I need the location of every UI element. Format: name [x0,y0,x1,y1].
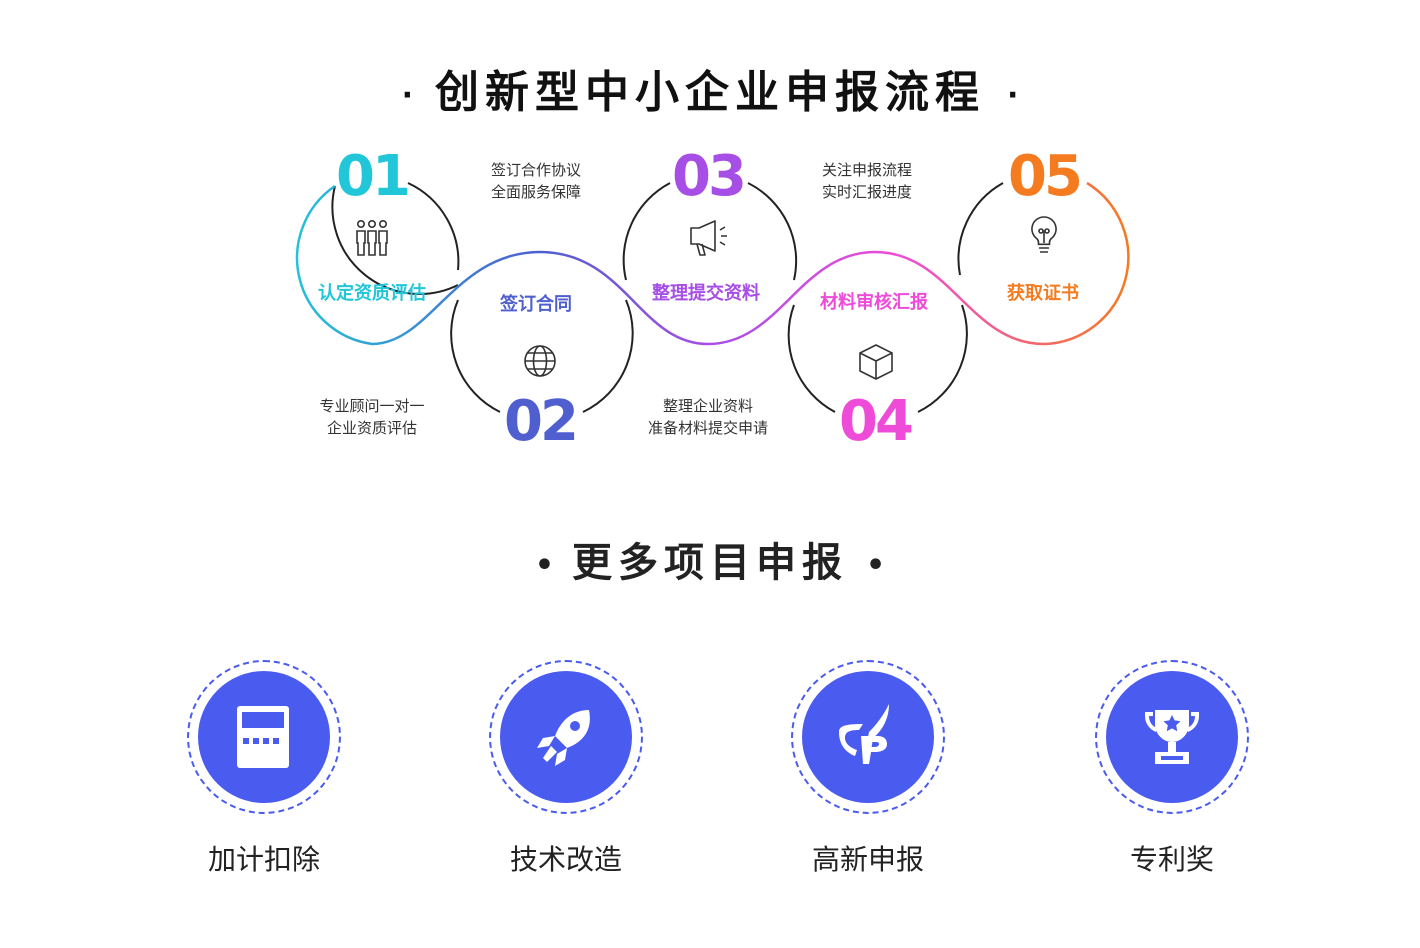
circle-04-outline [787,304,836,413]
title-dot-right: · [1007,77,1019,113]
project-item-jiajikouchu[interactable]: 加计扣除 [184,660,344,878]
desc-line: 签订合作协议 [490,161,581,179]
step-02-number: 02 [504,389,579,454]
circle-02-outline [450,299,501,413]
more-projects-title: • 更多项目申报 • [0,530,1420,588]
hightech-logo-icon [839,704,889,764]
people-icon [356,219,388,256]
desc-line: 整理企业资料 [662,397,753,415]
page-title: · 创新型中小企业申报流程 · [0,56,1420,120]
circle-04-outline-right [917,304,968,413]
step-04-description: 关注申报流程 实时汇报进度 [767,159,967,203]
circle-05-outline [957,182,1004,276]
step-04-label: 材料审核汇报 [820,292,928,313]
globe-icon [524,345,556,377]
step-02-label: 签订合同 [500,294,572,315]
icon-disc [802,671,934,803]
icon-disc [198,671,330,803]
step-05-number: 05 [1008,144,1083,209]
step-03-label: 整理提交资料 [652,283,760,304]
icon-disc [500,671,632,803]
step-02-description: 签订合作协议 全面服务保障 [436,159,636,203]
title2-dot-left: • [534,547,554,583]
circle-01-outline-right [407,182,460,271]
project-label: 技术改造 [509,843,622,876]
desc-line: 专业顾问一对一 [319,397,425,415]
title2-dot-right: • [866,547,886,583]
project-label: 加计扣除 [207,843,320,876]
title2-text: 更多项目申报 [572,540,848,586]
dashed-ring [791,660,945,814]
calculator-icon [237,706,289,768]
project-item-zhuanlijiang[interactable]: 专利奖 [1092,660,1252,878]
megaphone-icon [690,220,727,256]
gradient-wave-line [295,181,1130,346]
desc-line: 企业资质评估 [326,419,417,437]
circle-03-outline [622,182,671,281]
circle-02-outline-right [582,299,634,413]
lightbulb-icon [1031,216,1057,253]
project-label: 高新申报 [811,843,924,876]
project-item-jishugaizao[interactable]: 技术改造 [486,660,646,878]
step-03-number: 03 [672,144,747,209]
dashed-ring [1095,660,1249,814]
trophy-icon [1145,710,1199,764]
step-03-description: 整理企业资料 准备材料提交申请 [608,395,808,439]
step-01-description: 专业顾问一对一 企业资质评估 [272,395,472,439]
title-text: 创新型中小企业申报流程 [435,67,985,118]
circle-01-outline [331,185,459,295]
project-label: 专利奖 [1129,843,1214,876]
desc-line: 全面服务保障 [490,183,581,201]
circle-03-outline-right [747,182,798,281]
dashed-ring [489,660,643,814]
title-dot-left: · [401,77,413,113]
dashed-ring [187,660,341,814]
cube-icon [859,344,893,380]
icon-disc [1106,671,1238,803]
step-04-number: 04 [839,389,914,454]
desc-line: 实时汇报进度 [821,183,912,201]
step-01-number: 01 [336,144,411,209]
project-item-gaoxinshenbao[interactable]: 高新申报 [788,660,948,878]
rocket-icon [537,710,590,766]
desc-line: 关注申报流程 [821,161,912,179]
step-01-label: 认定资质评估 [318,283,426,304]
desc-line: 准备材料提交申请 [647,419,768,437]
step-05-label: 获取证书 [1007,283,1079,304]
